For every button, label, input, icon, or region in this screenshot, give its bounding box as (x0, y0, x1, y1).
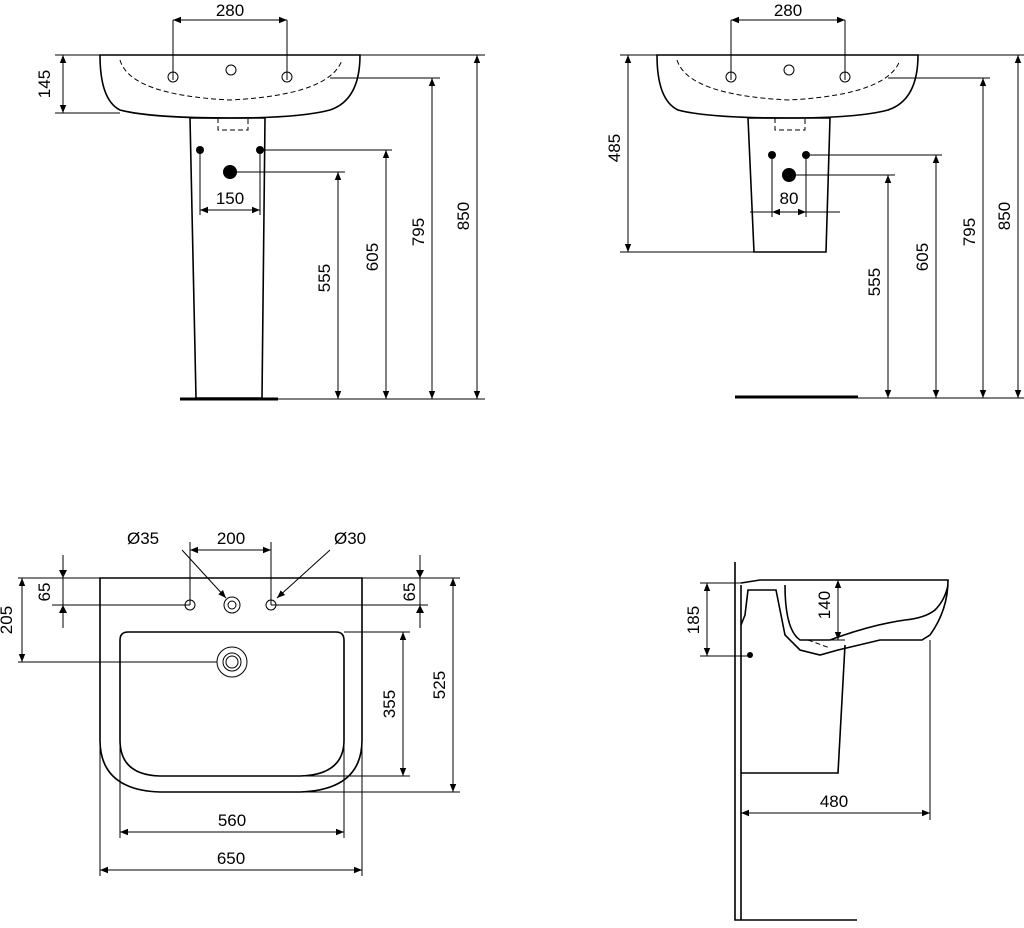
pedestal-outline (189, 117, 266, 399)
basin-outline (99, 54, 361, 119)
bowl-inner-profile (784, 584, 949, 641)
wall (734, 562, 857, 921)
front-view-pedestal: 280 145 150 555 605 795 850 (35, 1, 485, 401)
waste-hidden (774, 118, 806, 131)
dim-label-150: 150 (216, 189, 244, 208)
dim-label-555: 555 (315, 264, 334, 292)
dim-label-280: 280 (216, 1, 244, 20)
basin-outline-top (99, 577, 363, 793)
dim-label-850: 850 (995, 202, 1014, 230)
tap-hole (225, 64, 237, 76)
dim-label-480: 480 (820, 792, 848, 811)
dim-label-140: 140 (815, 591, 834, 619)
dim-label-80: 80 (780, 189, 799, 208)
dim-label-65-left: 65 (35, 583, 54, 602)
dim-label-200: 200 (217, 529, 245, 548)
dim-label-185: 185 (684, 606, 703, 634)
dim-label-525: 525 (430, 671, 449, 699)
dim-label-795: 795 (960, 218, 979, 246)
dim-label-560: 560 (218, 811, 246, 830)
semi-pedestal-outline (747, 117, 831, 253)
dim-label-555: 555 (865, 268, 884, 296)
dim-label-dia-30: Ø30 (334, 529, 366, 548)
dim-label-650: 650 (217, 849, 245, 868)
dim-label-485: 485 (605, 134, 624, 162)
fixing-point (747, 652, 753, 658)
dim-label-205: 205 (0, 606, 16, 634)
dim-label-605: 605 (913, 243, 932, 271)
bowl-hidden-line (119, 59, 343, 101)
dim-label-850: 850 (454, 202, 473, 230)
tap-hole (783, 64, 795, 76)
basin-outline (656, 54, 919, 119)
dim-label-355: 355 (380, 690, 399, 718)
tap-hole-35 (223, 596, 241, 614)
leader-30 (276, 549, 331, 599)
bowl-hidden-line (676, 59, 901, 101)
front-view-semi-pedestal: 280 485 80 555 605 795 850 (605, 1, 1024, 399)
waste-outlet-top (216, 646, 248, 678)
dim-label-280: 280 (774, 1, 802, 20)
bowl-outline-top (119, 631, 345, 777)
top-view: 200 Ø35 Ø30 65 205 65 355 (0, 529, 460, 876)
waste-hidden (217, 118, 249, 131)
semi-pedestal-side (741, 644, 846, 774)
dim-label-605: 605 (363, 243, 382, 271)
leader-35 (181, 549, 227, 599)
dim-label-795: 795 (409, 218, 428, 246)
dim-label-65-right: 65 (400, 583, 419, 602)
dim-label-dia-35: Ø35 (127, 529, 159, 548)
side-view: 185 140 480 (684, 562, 949, 921)
dim-label-145: 145 (35, 70, 54, 98)
